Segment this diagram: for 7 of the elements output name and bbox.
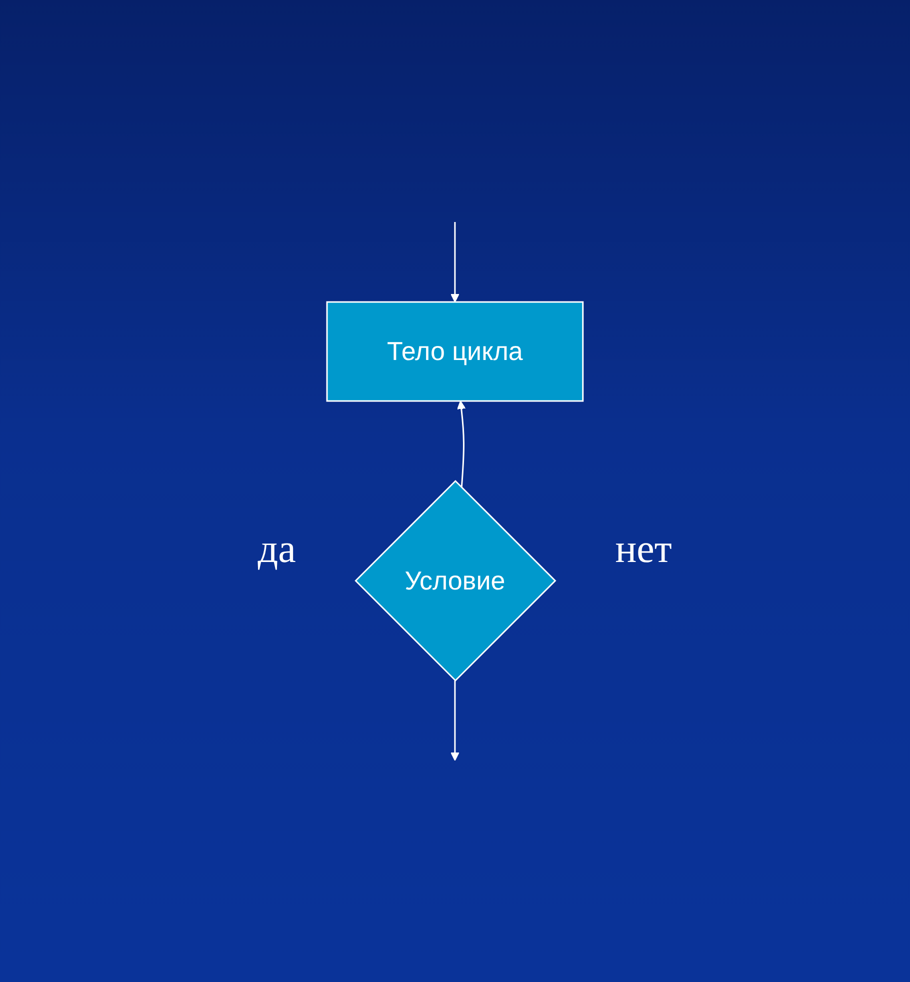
- node-box: Тело цикла: [326, 301, 584, 402]
- arrow: [450, 680, 460, 761]
- branch-label: нет: [615, 526, 672, 570]
- node-diamond: Условие: [354, 480, 556, 682]
- branch-label: да: [258, 526, 296, 570]
- arrow: [450, 222, 460, 302]
- arrow: [457, 400, 466, 488]
